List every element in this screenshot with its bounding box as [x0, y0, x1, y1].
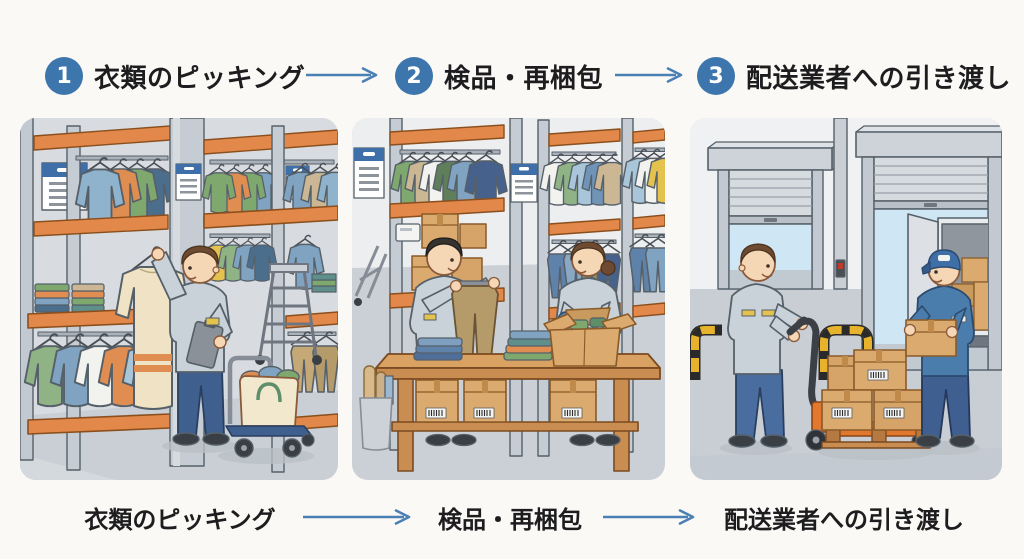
header-step-3: 3 配送業者への引き渡し: [697, 56, 1011, 96]
step-2-title: 検品・再梱包: [444, 63, 604, 94]
carrier-handover-illustration: [690, 118, 1002, 480]
picker-worker: [151, 245, 233, 446]
paper-roll-bin: [359, 365, 394, 451]
delivery-driver: [903, 249, 975, 448]
header-step-1: 1 衣類のピッキング: [45, 56, 305, 96]
header-step-2: 2 検品・再梱包: [395, 56, 603, 96]
step-ladder: [255, 263, 322, 365]
panel-inspection-repacking: [352, 118, 665, 480]
inspection-repacking-illustration: [352, 118, 665, 480]
panel-carrier-handover: [690, 118, 1002, 480]
step-3-title: 配送業者への引き渡し: [746, 63, 1012, 94]
stacked-boxes: [821, 349, 923, 431]
open-packing-box: [543, 307, 637, 367]
step-1-title: 衣類のピッキング: [94, 63, 306, 94]
step-3-number-badge: 3: [697, 57, 735, 95]
step-2-number-badge: 2: [395, 57, 433, 95]
folded-clothes-stacks: [34, 283, 105, 313]
arrow-right-icon: [603, 509, 695, 525]
arrow-right-icon: [615, 67, 683, 83]
footer-label-2: 検品・再梱包: [438, 506, 582, 534]
arrow-right-icon: [303, 509, 411, 525]
footer-arrow-1: [300, 508, 420, 530]
header-arrow-2: [612, 66, 692, 88]
warehouse-worker: [727, 243, 809, 448]
wall-post: [833, 118, 848, 290]
footer-label-1: 衣類のピッキング: [84, 506, 276, 534]
worker-feet: [425, 433, 621, 447]
panel-clothing-picking: [20, 118, 338, 480]
safety-barrier-center: [818, 324, 874, 380]
header-arrow-1: [303, 66, 387, 88]
step-1-number-badge: 1: [45, 57, 83, 95]
hand-cart: [225, 355, 315, 458]
clothing-picking-illustration: [20, 118, 338, 480]
rack-label-card: [353, 147, 385, 199]
safety-barrier-left: [690, 324, 722, 380]
footer-label-3: 配送業者への引き渡し: [724, 506, 964, 534]
door-control-button: [835, 259, 846, 278]
packed-boxes-under-table: [415, 379, 597, 423]
footer-arrow-2: [600, 508, 704, 530]
step-ladder-fragment: [354, 245, 388, 306]
rack-right: [621, 118, 665, 453]
arrow-right-icon: [306, 67, 378, 83]
